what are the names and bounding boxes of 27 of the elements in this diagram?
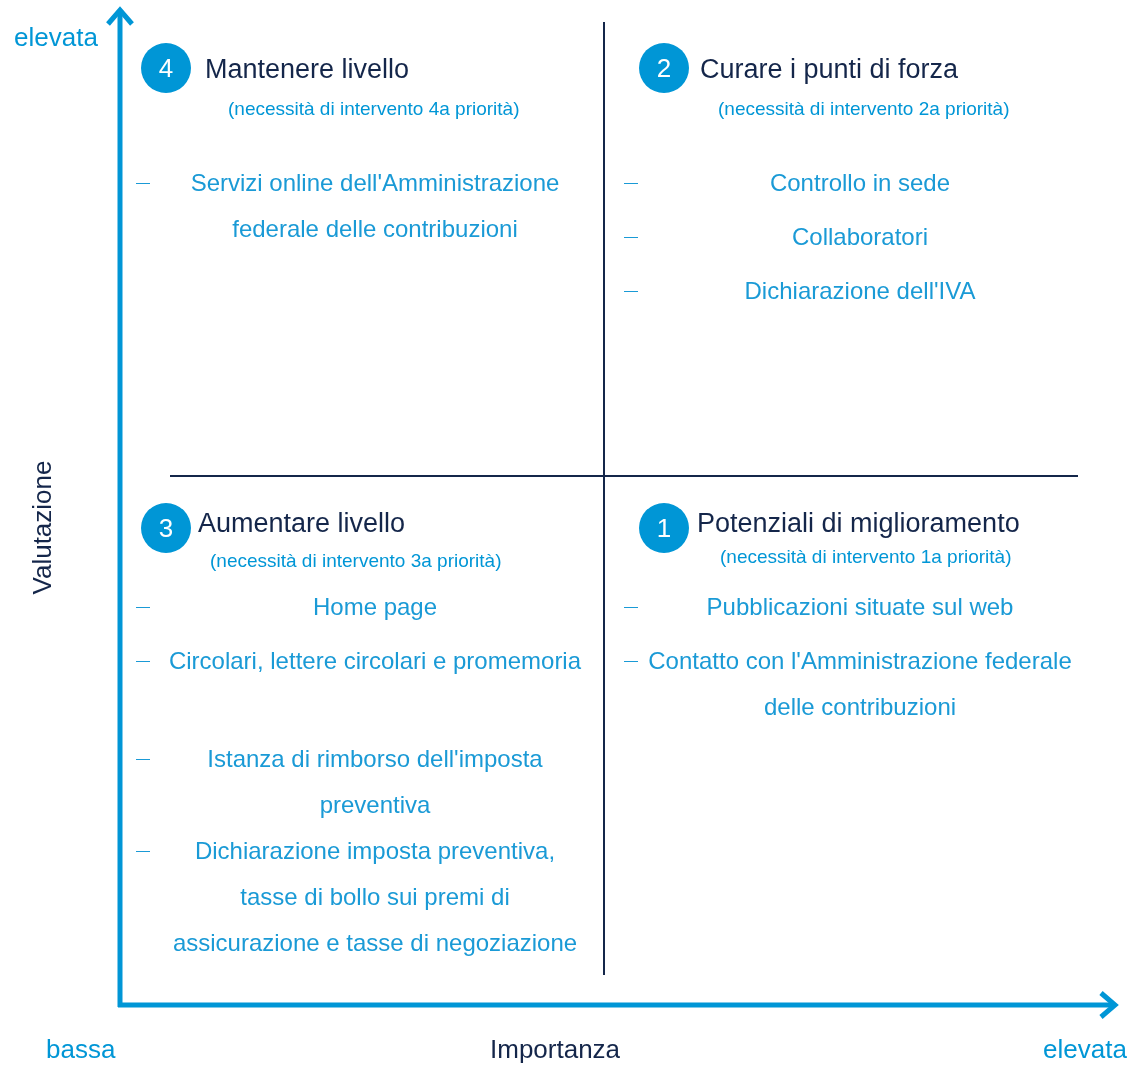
axis-label: elevata (1043, 1034, 1127, 1065)
quadrant-heading: Curare i punti di forza (700, 54, 959, 85)
priority-note: (necessità di intervento 1a priorità) (720, 546, 1012, 568)
list-item: Home page (311, 592, 439, 622)
axis-title: Importanza (490, 1034, 621, 1065)
list-item: Contatto con l'Amministrazione federale delle contribuzioni (647, 646, 1073, 722)
axis-title: Valutazione (27, 460, 59, 595)
list-item: Circolari, lettere circolari e promemoria (167, 646, 583, 676)
number-circle: 3 (141, 503, 191, 553)
quadrant-heading: Potenziali di miglioramento (697, 508, 1020, 539)
list-item: Dichiarazione dell'IVA (743, 276, 977, 306)
quadrant-heading: Aumentare livello (198, 508, 406, 539)
list-item: Controllo in sede (768, 168, 952, 198)
list-item: Istanza di rimborso dell'imposta preventiva (206, 744, 544, 820)
quadrant-heading: Mantenere livello (205, 54, 410, 85)
axis-label: elevata (14, 22, 98, 53)
number-circle: 4 (141, 43, 191, 93)
priority-note: (necessità di intervento 2a priorità) (718, 98, 1010, 120)
number-circle: 1 (639, 503, 689, 553)
priority-note: (necessità di intervento 3a priorità) (210, 550, 502, 572)
list-item: Dichiarazione imposta preventiva, tasse di bollo sui premi di assicurazione e tasse di negoziazione (171, 836, 579, 958)
list-item: Servizi online dell'Amministrazione federale delle contribuzioni (189, 168, 561, 244)
priority-note: (necessità di intervento 4a priorità) (228, 98, 520, 120)
list-item: Collaboratori (790, 222, 930, 252)
list-item: Pubblicazioni situate sul web (705, 592, 1015, 622)
number-circle: 2 (639, 43, 689, 93)
axis-label: bassa (46, 1034, 116, 1065)
